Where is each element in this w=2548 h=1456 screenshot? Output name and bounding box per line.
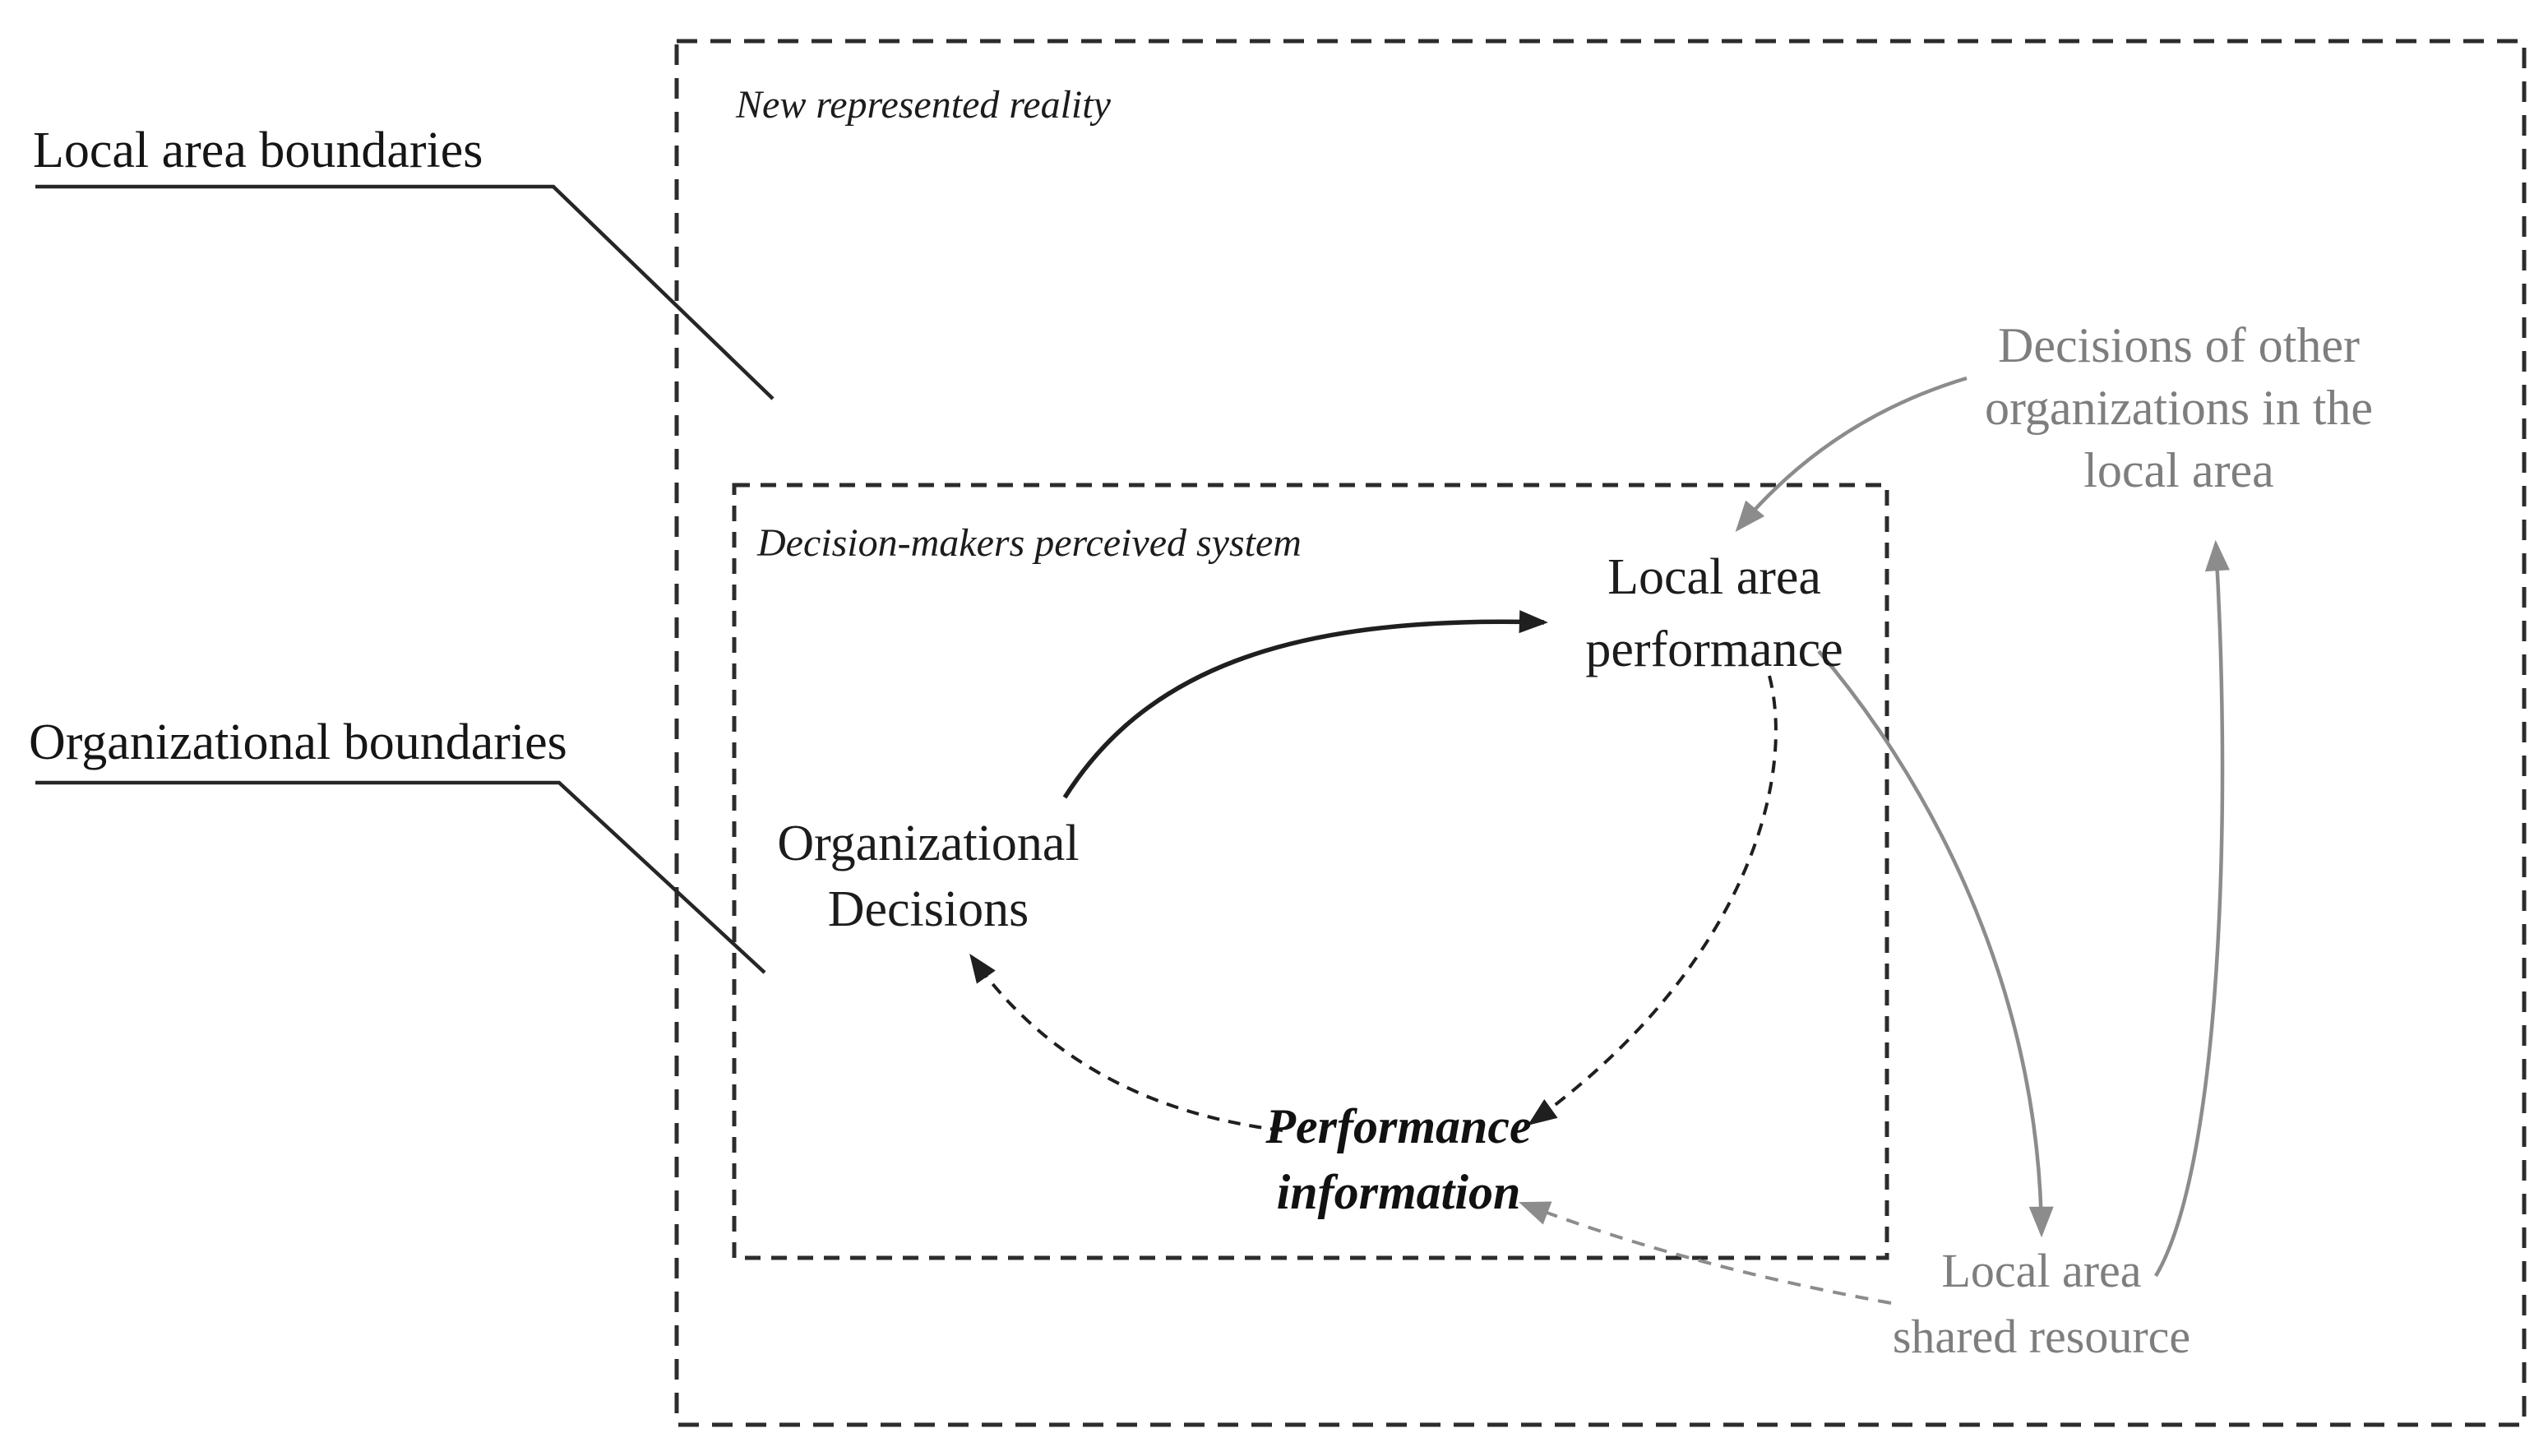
node-organizational-decisions: Organizational Decisions xyxy=(777,811,1079,942)
local-area-shared-resource-line-1: Local area xyxy=(1941,1244,2142,1297)
inner-boundary-box xyxy=(732,483,1889,1260)
local-area-shared-resource-line-2: shared resource xyxy=(1892,1310,2191,1363)
arrow-performance-to-shared-resource xyxy=(1817,649,2054,1238)
local-area-boundaries-pointer-line xyxy=(35,184,775,400)
decisions-other-orgs-line-2: organizations in the xyxy=(1984,381,2374,435)
node-local-area-shared-resource: Local area shared resource xyxy=(1893,1238,2190,1370)
organizational-decisions-line-1: Organizational xyxy=(777,816,1080,871)
outer-region-title: New represented reality xyxy=(736,83,1111,127)
node-local-area-performance: Local area performance xyxy=(1585,541,1843,686)
performance-information-line-1: Performance xyxy=(1265,1099,1532,1153)
decisions-other-orgs-line-3: local area xyxy=(2083,443,2274,497)
decisions-other-orgs-line-1: Decisions of other xyxy=(1998,318,2360,372)
arrow-decisions-to-performance xyxy=(1062,610,1548,799)
node-decisions-of-other-organizations: Decisions of other organizations in the … xyxy=(1985,314,2373,502)
node-performance-information: Performance information xyxy=(1265,1093,1531,1225)
local-area-performance-line-2: performance xyxy=(1585,622,1843,677)
arrow-information-to-decisions xyxy=(969,954,1283,1132)
arrow-other-orgs-to-performance xyxy=(1735,376,1968,533)
organizational-decisions-line-2: Decisions xyxy=(827,881,1029,937)
performance-information-line-2: information xyxy=(1276,1165,1521,1219)
organizational-boundaries-pointer-line xyxy=(35,780,766,974)
local-area-performance-line-1: Local area xyxy=(1607,549,1821,605)
outer-boundary-box xyxy=(674,39,2527,1427)
arrow-performance-to-information xyxy=(1528,675,1778,1126)
inner-region-title: Decision-makers perceived system xyxy=(757,521,1302,565)
local-area-boundaries-label: Local area boundaries xyxy=(33,122,483,178)
arrow-shared-resource-to-other-orgs xyxy=(2154,539,2230,1278)
organizational-boundaries-label: Organizational boundaries xyxy=(29,714,567,770)
arrow-shared-resource-to-information xyxy=(1519,1201,1892,1305)
